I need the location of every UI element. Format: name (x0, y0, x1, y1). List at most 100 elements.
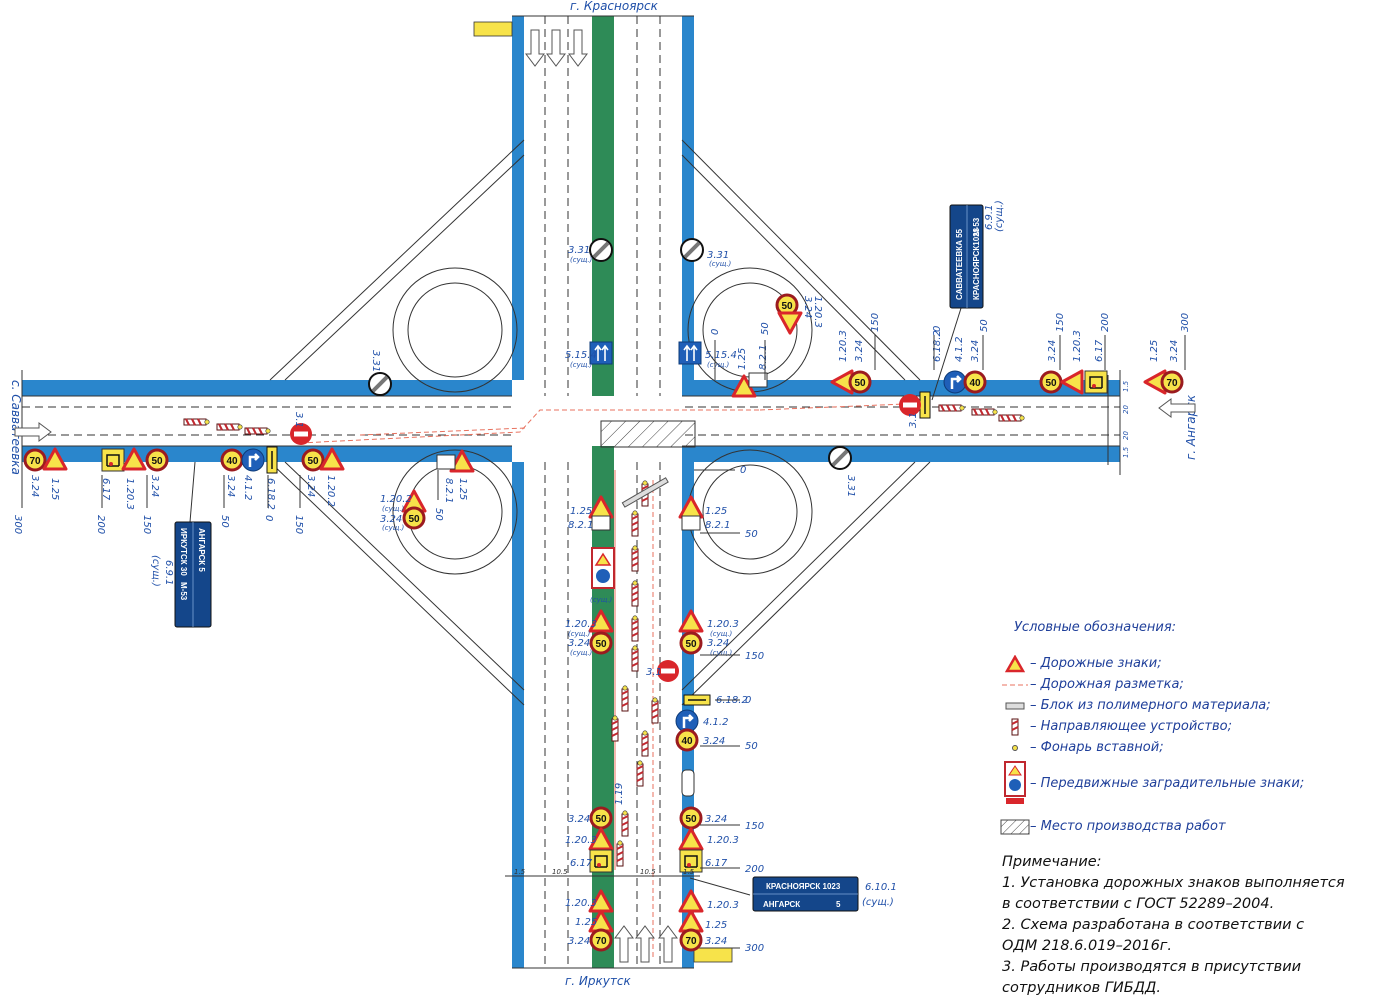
svg-text:200: 200 (95, 515, 106, 534)
west-signs: 70 50 40 50 (23, 371, 393, 474)
svg-text:50: 50 (745, 529, 758, 540)
direction-label-north: г. Красноярск (570, 0, 659, 13)
svg-text:0: 0 (745, 695, 751, 706)
direction-label-south: г. Иркутск (565, 974, 631, 988)
svg-text:КРАСНОЯРСК1023: КРАСНОЯРСК1023 (972, 227, 981, 300)
svg-text:50: 50 (307, 456, 319, 467)
svg-text:3.1: 3.1 (646, 667, 662, 678)
ne-ramp-signs: 50 3.24 1.20.3 1.25 8.2.1 0 50 (710, 293, 823, 398)
svg-text:200: 200 (1100, 313, 1111, 332)
svg-text:150: 150 (293, 515, 304, 534)
svg-text:1.25: 1.25 (1149, 340, 1160, 362)
svg-text:(сущ.): (сущ.) (568, 630, 591, 638)
legend-item: – Фонарь вставной; (1000, 737, 1380, 758)
polymer-block-icon (1000, 702, 1030, 710)
svg-text:3.24: 3.24 (802, 296, 813, 318)
svg-text:50: 50 (595, 814, 607, 825)
svg-text:6.18.2: 6.18.2 (932, 330, 943, 362)
svg-text:3.1: 3.1 (293, 412, 304, 428)
svg-text:1.25: 1.25 (705, 506, 727, 517)
svg-text:8.2.1: 8.2.1 (705, 520, 730, 531)
diagonal-ramps (269, 139, 931, 706)
svg-text:1.20.2: 1.20.2 (380, 494, 412, 505)
svg-text:3.1: 3.1 (908, 412, 919, 428)
svg-text:40: 40 (969, 378, 981, 389)
note-line: 1. Установка дорожных знаков выполняется (1002, 875, 1345, 891)
svg-text:4.1.2: 4.1.2 (954, 337, 965, 362)
south-work-zone-devices: 3.1 1.19 (611, 477, 695, 867)
svg-text:3.24: 3.24 (225, 475, 236, 497)
guide-device-icon (1000, 718, 1030, 736)
work-zone-icon (1000, 819, 1030, 835)
svg-text:3.24: 3.24 (703, 736, 725, 747)
svg-text:(сущ.): (сущ.) (862, 897, 894, 908)
svg-text:1.20.3: 1.20.3 (565, 619, 597, 630)
svg-text:(сущ.): (сущ.) (709, 260, 732, 268)
svg-text:(сущ.): (сущ.) (590, 596, 613, 604)
legend-title: Условные обозначения: (1014, 620, 1177, 635)
svg-text:0: 0 (263, 515, 274, 521)
legend-item: – Направляющее устройство; (1000, 716, 1380, 737)
svg-text:50: 50 (1045, 378, 1057, 389)
svg-text:(сущ.): (сущ.) (994, 200, 1005, 232)
svg-text:300: 300 (745, 943, 764, 954)
svg-text:АНГАРСК: АНГАРСК (763, 900, 800, 909)
svg-text:70: 70 (685, 936, 697, 947)
svg-text:(сущ.): (сущ.) (710, 630, 733, 638)
svg-text:3.24: 3.24 (305, 475, 316, 497)
svg-text:САВВАТЕЕВКА 55: САВВАТЕЕВКА 55 (955, 228, 964, 300)
east-signs: 40 50 70 50 (827, 369, 1184, 471)
svg-text:70: 70 (29, 456, 41, 467)
svg-text:(сущ.): (сущ.) (570, 256, 593, 264)
svg-text:40: 40 (226, 456, 238, 467)
svg-text:M-53: M-53 (972, 217, 981, 236)
svg-text:АНГАРСК 5: АНГАРСК 5 (197, 528, 206, 572)
south-dimensions: 10.5 10.5 1.5 1.5 (505, 868, 700, 877)
east-direction-board: САВВАТЕЕВКА 55 КРАСНОЯРСК1023 M-53 6.9.1… (931, 200, 1005, 401)
svg-text:0: 0 (740, 465, 746, 476)
svg-text:50: 50 (151, 456, 163, 467)
direction-label-west: с. Савватеевка (9, 380, 23, 475)
svg-text:70: 70 (1166, 378, 1178, 389)
svg-text:300: 300 (1180, 313, 1191, 332)
svg-text:КРАСНОЯРСК 1023: КРАСНОЯРСК 1023 (766, 882, 841, 891)
svg-text:0: 0 (932, 326, 943, 332)
svg-text:1.25: 1.25 (457, 478, 468, 500)
svg-text:1.19: 1.19 (614, 783, 625, 805)
note-line: 2. Схема разработана в соответствии с (1002, 917, 1305, 933)
svg-text:3.24: 3.24 (705, 814, 727, 825)
svg-text:(сущ.): (сущ.) (382, 524, 405, 532)
legend-item: – Дорожная разметка; (1000, 674, 1380, 695)
svg-text:3.31: 3.31 (845, 475, 856, 497)
note-line: в соответствии с ГОСТ 52289–2004. (1002, 896, 1275, 912)
svg-text:1.25: 1.25 (737, 348, 748, 370)
svg-text:20: 20 (1122, 405, 1130, 414)
legend-item: – Передвижные заградительные знаки; (1000, 758, 1380, 808)
svg-text:8.2.1: 8.2.1 (443, 478, 454, 503)
svg-text:50: 50 (219, 515, 230, 528)
svg-text:(сущ.): (сущ.) (707, 361, 730, 369)
svg-text:1.20.3: 1.20.3 (812, 296, 823, 328)
svg-text:1.25: 1.25 (705, 920, 727, 931)
svg-text:5: 5 (836, 900, 841, 909)
svg-text:6.10.1: 6.10.1 (865, 882, 897, 893)
svg-text:(сущ.): (сущ.) (382, 505, 405, 513)
svg-text:50: 50 (685, 814, 697, 825)
svg-text:6.17: 6.17 (100, 478, 111, 501)
legend: Условные обозначения: – Дорожные знаки; … (1000, 620, 1380, 837)
svg-text:1.5: 1.5 (514, 868, 526, 876)
west-sign-labels: 3.24 1.25 6.17 1.20.3 3.24 3.24 4.1.2 6.… (12, 350, 381, 534)
svg-text:1.20.3: 1.20.3 (707, 900, 739, 911)
svg-text:1.20.3: 1.20.3 (707, 835, 739, 846)
svg-text:3.24: 3.24 (705, 936, 727, 947)
svg-text:3.24: 3.24 (29, 475, 40, 497)
note-line: ОДМ 218.6.019–2016г. (1002, 938, 1173, 954)
south-direction-board: КРАСНОЯРСК 1023 АНГАРСК 5 6.10.1 (сущ.) (689, 876, 897, 912)
svg-text:3.24: 3.24 (707, 638, 729, 649)
svg-text:8.2.1: 8.2.1 (758, 345, 769, 370)
svg-text:3.24: 3.24 (149, 475, 160, 497)
work-zone (600, 420, 696, 448)
svg-text:1.25: 1.25 (575, 917, 597, 928)
svg-text:6.17: 6.17 (570, 858, 593, 869)
